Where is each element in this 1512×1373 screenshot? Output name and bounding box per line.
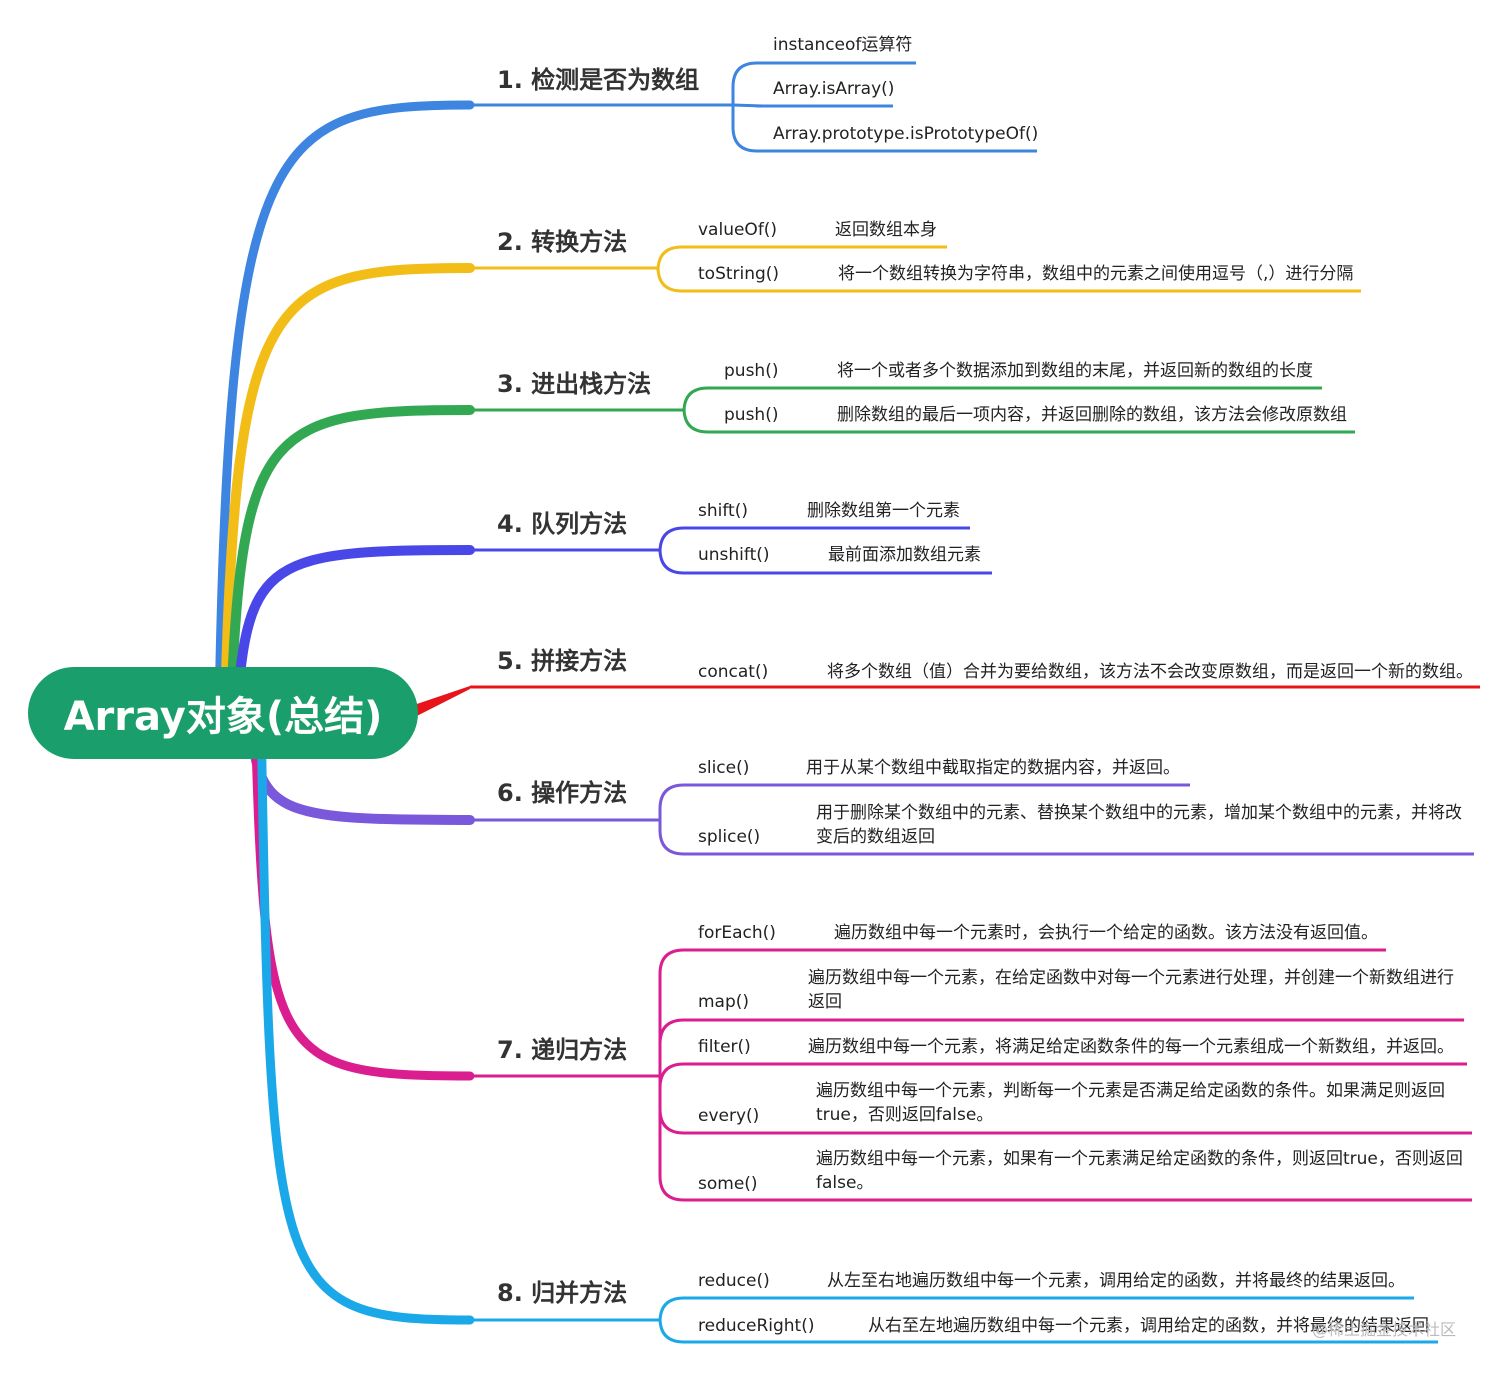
branch-4-item-2-fork <box>658 548 685 575</box>
method-name[interactable]: every() <box>698 1106 760 1126</box>
method-name[interactable]: push() <box>724 405 779 425</box>
method-description: 用于从某个数组中截取指定的数据内容，并返回。 <box>806 758 1180 778</box>
method-name[interactable]: filter() <box>698 1037 751 1057</box>
branch-3-title[interactable]: 3. 进出栈方法 <box>497 370 652 398</box>
method-description: 将一个或者多个数据添加到数组的末尾，并返回新的数组的长度 <box>837 361 1313 381</box>
branch-8-trunk <box>256 707 475 1325</box>
method-description: 用于删除某个数组中的元素、替换某个数组中的元素，增加某个数组中的元素，并将改变后… <box>816 803 1462 847</box>
branch-7-trunk <box>250 707 475 1081</box>
branch-2-item-2-fork <box>656 266 683 293</box>
branch-4-item-1-fork <box>658 526 685 553</box>
branch-3-item-1-fork <box>682 386 709 413</box>
method-name[interactable]: concat() <box>698 662 769 682</box>
method-name[interactable]: valueOf() <box>698 220 778 240</box>
method-description: 将一个数组转换为字符串，数组中的元素之间使用逗号（,）进行分隔 <box>838 264 1354 284</box>
branch-1-item-1-fork <box>731 61 758 105</box>
method-description: 最前面添加数组元素 <box>828 545 981 565</box>
branch-7-item-3-fork <box>658 1062 685 1089</box>
method-name[interactable]: splice() <box>698 827 761 847</box>
method-name[interactable]: reduceRight() <box>698 1316 815 1336</box>
branch-8-title[interactable]: 8. 归并方法 <box>497 1279 628 1307</box>
method-description: 遍历数组中每一个元素，判断每一个元素是否满足给定函数的条件。如果满足则返回tru… <box>816 1081 1445 1125</box>
method-description: 遍历数组中每一个元素，如果有一个元素满足给定函数的条件，则返回true，否则返回… <box>816 1149 1463 1193</box>
branch-7-item-4-fork <box>658 1076 685 1135</box>
branch-2-title[interactable]: 2. 转换方法 <box>497 228 628 256</box>
method-name[interactable]: toString() <box>698 264 780 284</box>
method-name[interactable]: reduce() <box>698 1271 770 1291</box>
method-description: 删除数组第一个元素 <box>807 501 960 521</box>
branch-1-trunk <box>214 100 475 717</box>
branch-7-item-5-fork <box>658 1076 685 1202</box>
method-name[interactable]: unshift() <box>698 545 770 565</box>
branch-6-title[interactable]: 6. 操作方法 <box>497 779 628 807</box>
method-description: 从右至左地遍历数组中每一个元素，调用给定的函数，并将最终的结果返回 <box>868 1316 1429 1336</box>
branch-3-item-2-fork <box>682 407 709 434</box>
branch-1-item-3-fork <box>731 105 758 153</box>
method-name[interactable]: map() <box>698 992 750 1012</box>
branch-2-item-1-fork <box>656 245 683 272</box>
method-name[interactable]: some() <box>698 1174 758 1194</box>
branch-5-title[interactable]: 5. 拼接方法 <box>497 647 628 675</box>
method-description: 返回数组本身 <box>835 220 937 240</box>
method-name[interactable]: shift() <box>698 501 748 521</box>
branch-8-item-2-fork <box>658 1317 685 1344</box>
central-topic-label: Array对象(总结) <box>63 694 383 740</box>
method-name[interactable]: Array.prototype.isPrototypeOf() <box>773 124 1039 144</box>
branch-4-title[interactable]: 4. 队列方法 <box>497 510 628 538</box>
branch-5-connector <box>405 686 470 722</box>
method-description: 从左至右地遍历数组中每一个元素，调用给定的函数，并将最终的结果返回。 <box>827 1271 1405 1291</box>
branch-7-item-1-fork <box>658 948 685 1076</box>
method-description: 删除数组的最后一项内容，并返回删除的数组，该方法会修改原数组 <box>837 405 1347 425</box>
branch-1-title[interactable]: 1. 检测是否为数组 <box>497 66 700 94</box>
method-name[interactable]: forEach() <box>698 923 776 943</box>
central-topic-node[interactable]: Array对象(总结) <box>28 667 418 759</box>
branch-7-title[interactable]: 7. 递归方法 <box>497 1036 628 1064</box>
method-description: 将多个数组（值）合并为要给数组，该方法不会改变原数组，而是返回一个新的数组。 <box>827 662 1473 682</box>
branch-8-item-1-fork <box>658 1296 685 1323</box>
branch-6-item-2-fork <box>658 820 685 856</box>
watermark: @稀土掘金技术社区 <box>1312 1320 1457 1339</box>
branch-6-item-1-fork <box>658 783 685 820</box>
method-description: 遍历数组中每一个元素，在给定函数中对每一个元素进行处理，并创建一个新数组进行返回 <box>808 968 1454 1012</box>
method-description: 遍历数组中每一个元素，将满足给定函数条件的每一个元素组成一个新数组，并返回。 <box>808 1037 1454 1057</box>
method-name[interactable]: Array.isArray() <box>773 79 895 99</box>
method-name[interactable]: slice() <box>698 758 750 778</box>
branch-2-trunk <box>220 263 475 717</box>
method-description: 遍历数组中每一个元素时，会执行一个给定的函数。该方法没有返回值。 <box>834 923 1378 943</box>
method-name[interactable]: instanceof运算符 <box>773 35 913 55</box>
branch-3-trunk <box>226 405 475 717</box>
branch-4-trunk <box>232 545 475 717</box>
method-name[interactable]: push() <box>724 361 779 381</box>
branch-7-item-2-fork <box>658 1018 685 1076</box>
